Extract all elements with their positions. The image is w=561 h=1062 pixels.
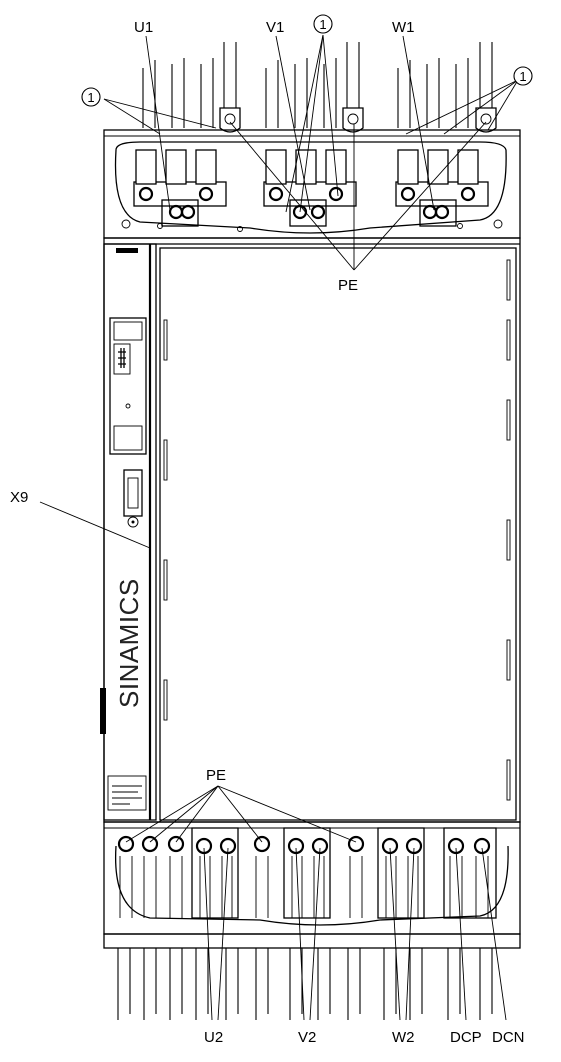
callout-right: 1 <box>513 66 533 86</box>
label-w2: W2 <box>392 1029 415 1046</box>
leader-lines <box>39 34 519 1021</box>
bottom-pe-lugs <box>117 835 365 853</box>
svg-text:1: 1 <box>87 90 94 105</box>
label-pe-top: PE <box>338 277 358 294</box>
svg-text:1: 1 <box>519 69 526 84</box>
label-v1: V1 <box>266 19 284 36</box>
callout-mid: 1 <box>313 14 333 34</box>
label-u1: U1 <box>134 19 153 36</box>
sinamics-logo: SINAMICS <box>114 578 144 708</box>
label-v2: V2 <box>298 1029 316 1046</box>
bottom-output-cables <box>117 948 493 1020</box>
callout-left: 1 <box>81 87 101 107</box>
bottom-terminal-box <box>103 821 521 949</box>
top-pe-lugs <box>219 107 497 133</box>
phase-terminal-bolts <box>195 837 491 855</box>
label-pe-bottom: PE <box>206 767 226 784</box>
svg-text:1: 1 <box>319 17 326 32</box>
label-u2: U2 <box>204 1029 223 1046</box>
label-w1: W1 <box>392 19 415 36</box>
top-input-cables <box>142 42 493 128</box>
label-dcp: DCP <box>450 1029 482 1046</box>
w1-terminal-bolts <box>397 149 479 227</box>
label-x9: X9 <box>10 489 28 506</box>
label-dcn: DCN <box>492 1029 525 1046</box>
u1-terminal-bolts <box>135 149 217 227</box>
module-body <box>100 237 521 823</box>
